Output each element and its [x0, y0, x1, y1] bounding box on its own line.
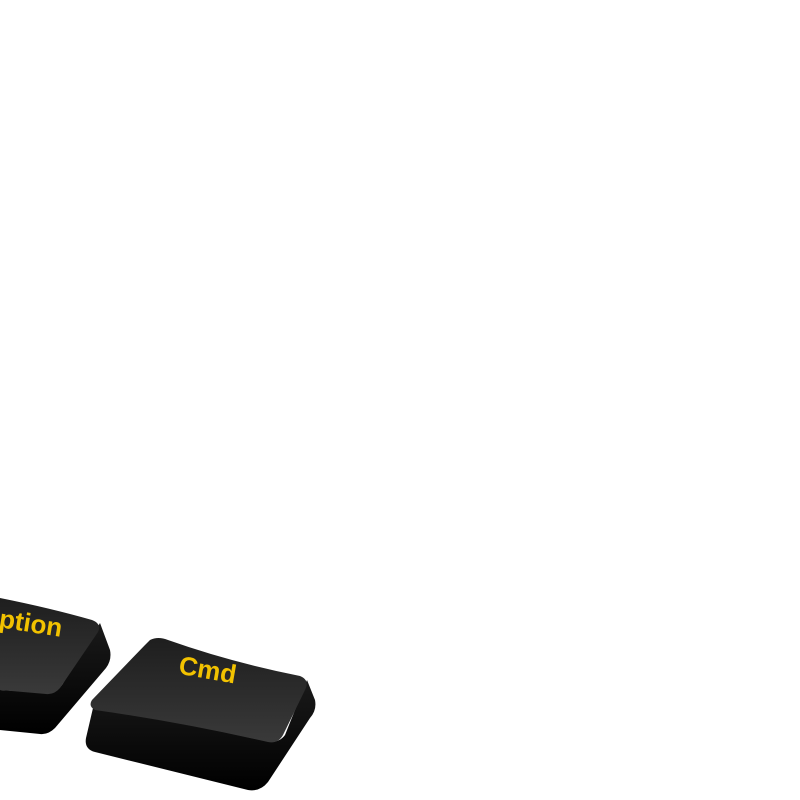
cmd-key-side: [85, 680, 316, 791]
option-key[interactable]: ption: [0, 598, 111, 735]
cmd-key-top: [90, 638, 307, 743]
option-key-side: [0, 623, 111, 735]
cmd-key[interactable]: Cmd: [85, 638, 316, 791]
option-key-top: [0, 598, 100, 695]
